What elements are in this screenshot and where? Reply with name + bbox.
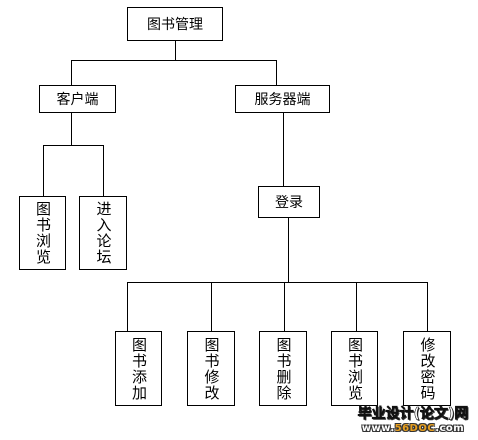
- server-child-book-add: 图书添加: [115, 331, 162, 406]
- client-child-book-browse: 图书浏览: [19, 196, 66, 270]
- server-child-label: 图书修改: [202, 336, 221, 401]
- client-label: 客户端: [56, 92, 99, 108]
- client-child-label: 图书浏览: [34, 201, 52, 265]
- server-child-book-browse: 图书浏览: [331, 331, 378, 406]
- server-child-label: 图书浏览: [346, 336, 364, 401]
- root-node: 图书管理: [127, 7, 223, 41]
- server-child-change-password: 修改密码: [403, 331, 451, 406]
- client-node: 客户端: [39, 85, 116, 113]
- root-label: 图书管理: [147, 17, 203, 33]
- client-child-label: 进入论坛: [94, 201, 113, 265]
- server-child-label: 图书删除: [274, 336, 293, 401]
- watermark-url-accent: 56DOC: [394, 423, 436, 434]
- watermark-url: www.56DOC.com: [350, 423, 476, 434]
- watermark-url-post: .com: [435, 423, 465, 434]
- server-child-label: 图书添加: [130, 336, 148, 401]
- server-child-book-edit: 图书修改: [187, 331, 235, 406]
- watermark: 毕业设计(论文)网 www.56DOC.com: [350, 403, 476, 439]
- login-label: 登录: [275, 195, 303, 211]
- server-node: 服务器端: [235, 85, 330, 113]
- client-child-enter-forum: 进入论坛: [79, 196, 127, 270]
- server-child-label: 修改密码: [418, 336, 437, 401]
- server-child-book-delete: 图书删除: [259, 331, 307, 406]
- watermark-url-pre: www.: [361, 423, 395, 434]
- login-node: 登录: [258, 186, 320, 218]
- server-label: 服务器端: [254, 92, 311, 108]
- watermark-title: 毕业设计(论文)网: [357, 406, 469, 423]
